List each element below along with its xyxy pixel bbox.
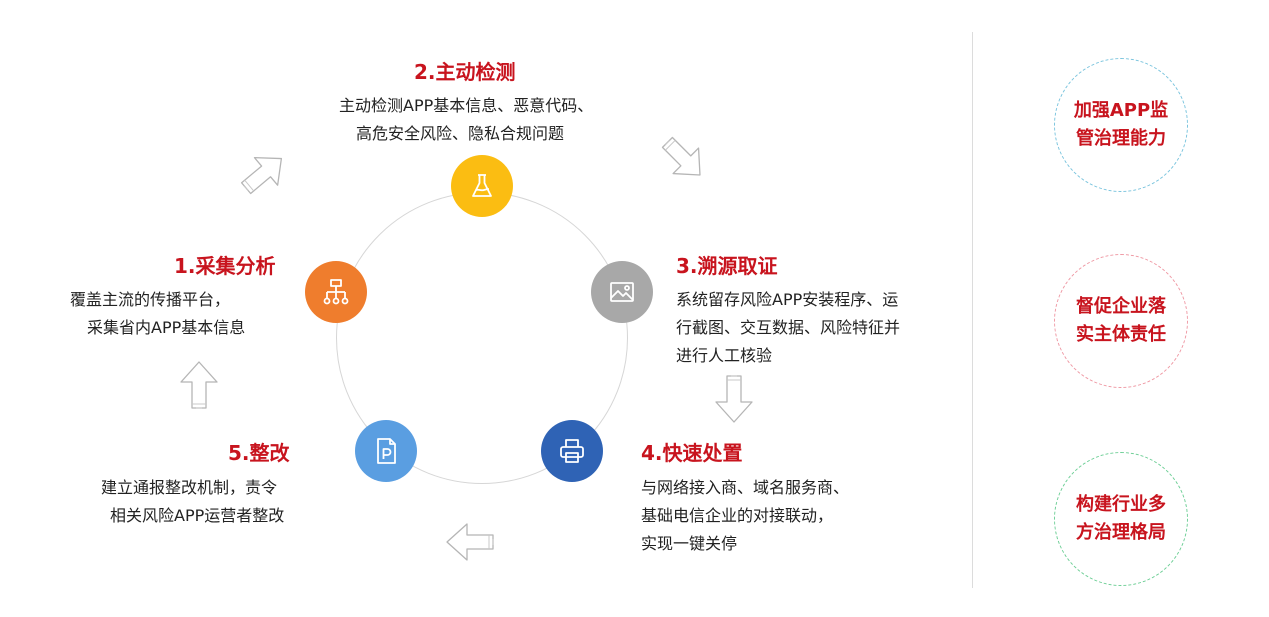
- step-5-title: 5.整改: [228, 441, 290, 465]
- arrow-left-icon: [446, 523, 494, 561]
- flask-icon: [472, 174, 492, 197]
- step-2-desc-line-2: 高危安全风险、隐私合规问题: [356, 124, 565, 143]
- goal-2-line-1: 督促企业落: [1076, 296, 1166, 317]
- step-3-desc-line-2: 行截图、交互数据、风险特征并: [676, 318, 901, 337]
- goal-2-line-2: 实主体责任: [1076, 324, 1166, 345]
- step-4-desc-line-2: 基础电信企业的对接联动，: [641, 506, 834, 525]
- arrow-down-icon: [715, 375, 753, 423]
- printer-icon: [560, 439, 584, 463]
- step-4-title: 4.快速处置: [641, 441, 743, 465]
- step-2-title: 2.主动检测: [414, 60, 516, 84]
- step-4-node: [541, 420, 603, 482]
- step-5-desc-line-1: 建立通报整改机制，责令: [101, 478, 278, 497]
- document-p-icon: [377, 438, 396, 464]
- vertical-divider: [972, 32, 973, 588]
- arrow-up-icon: [180, 361, 218, 409]
- step-1-desc-line-2: 采集省内APP基本信息: [87, 318, 246, 337]
- image-icon: [610, 282, 634, 302]
- step-2-desc-line-1: 主动检测APP基本信息、恶意代码、: [339, 96, 594, 115]
- arrow-down-right-icon: [661, 136, 701, 176]
- goal-3-line-2: 方治理格局: [1076, 522, 1166, 543]
- step-5-node: [355, 420, 417, 482]
- goal-3-line-1: 构建行业多: [1076, 494, 1166, 515]
- step-1-title: 1.采集分析: [174, 254, 276, 278]
- step-3-desc-line-3: 进行人工核验: [676, 346, 773, 365]
- step-3-node: [591, 261, 653, 323]
- org-chart-icon: [323, 279, 349, 305]
- goal-circle-1: 加强APP监 管治理能力: [1054, 58, 1188, 192]
- goal-1-line-2: 管治理能力: [1076, 128, 1166, 149]
- step-1-desc-line-1: 覆盖主流的传播平台，: [70, 290, 231, 309]
- goal-circle-3: 构建行业多 方治理格局: [1054, 452, 1188, 586]
- step-1-node: [305, 261, 367, 323]
- step-3-desc-line-1: 系统留存风险APP安装程序、运: [676, 290, 899, 309]
- step-4-desc-line-1: 与网络接入商、域名服务商、: [641, 478, 850, 497]
- step-2-node: [451, 155, 513, 217]
- goal-circle-2: 督促企业落 实主体责任: [1054, 254, 1188, 388]
- step-4-desc-line-3: 实现一键关停: [641, 534, 738, 553]
- arrow-up-right-icon: [240, 156, 283, 195]
- step-5-desc-line-2: 相关风险APP运营者整改: [110, 506, 285, 525]
- goal-1-line-1: 加强APP监: [1073, 100, 1169, 121]
- step-3-title: 3.溯源取证: [676, 254, 778, 278]
